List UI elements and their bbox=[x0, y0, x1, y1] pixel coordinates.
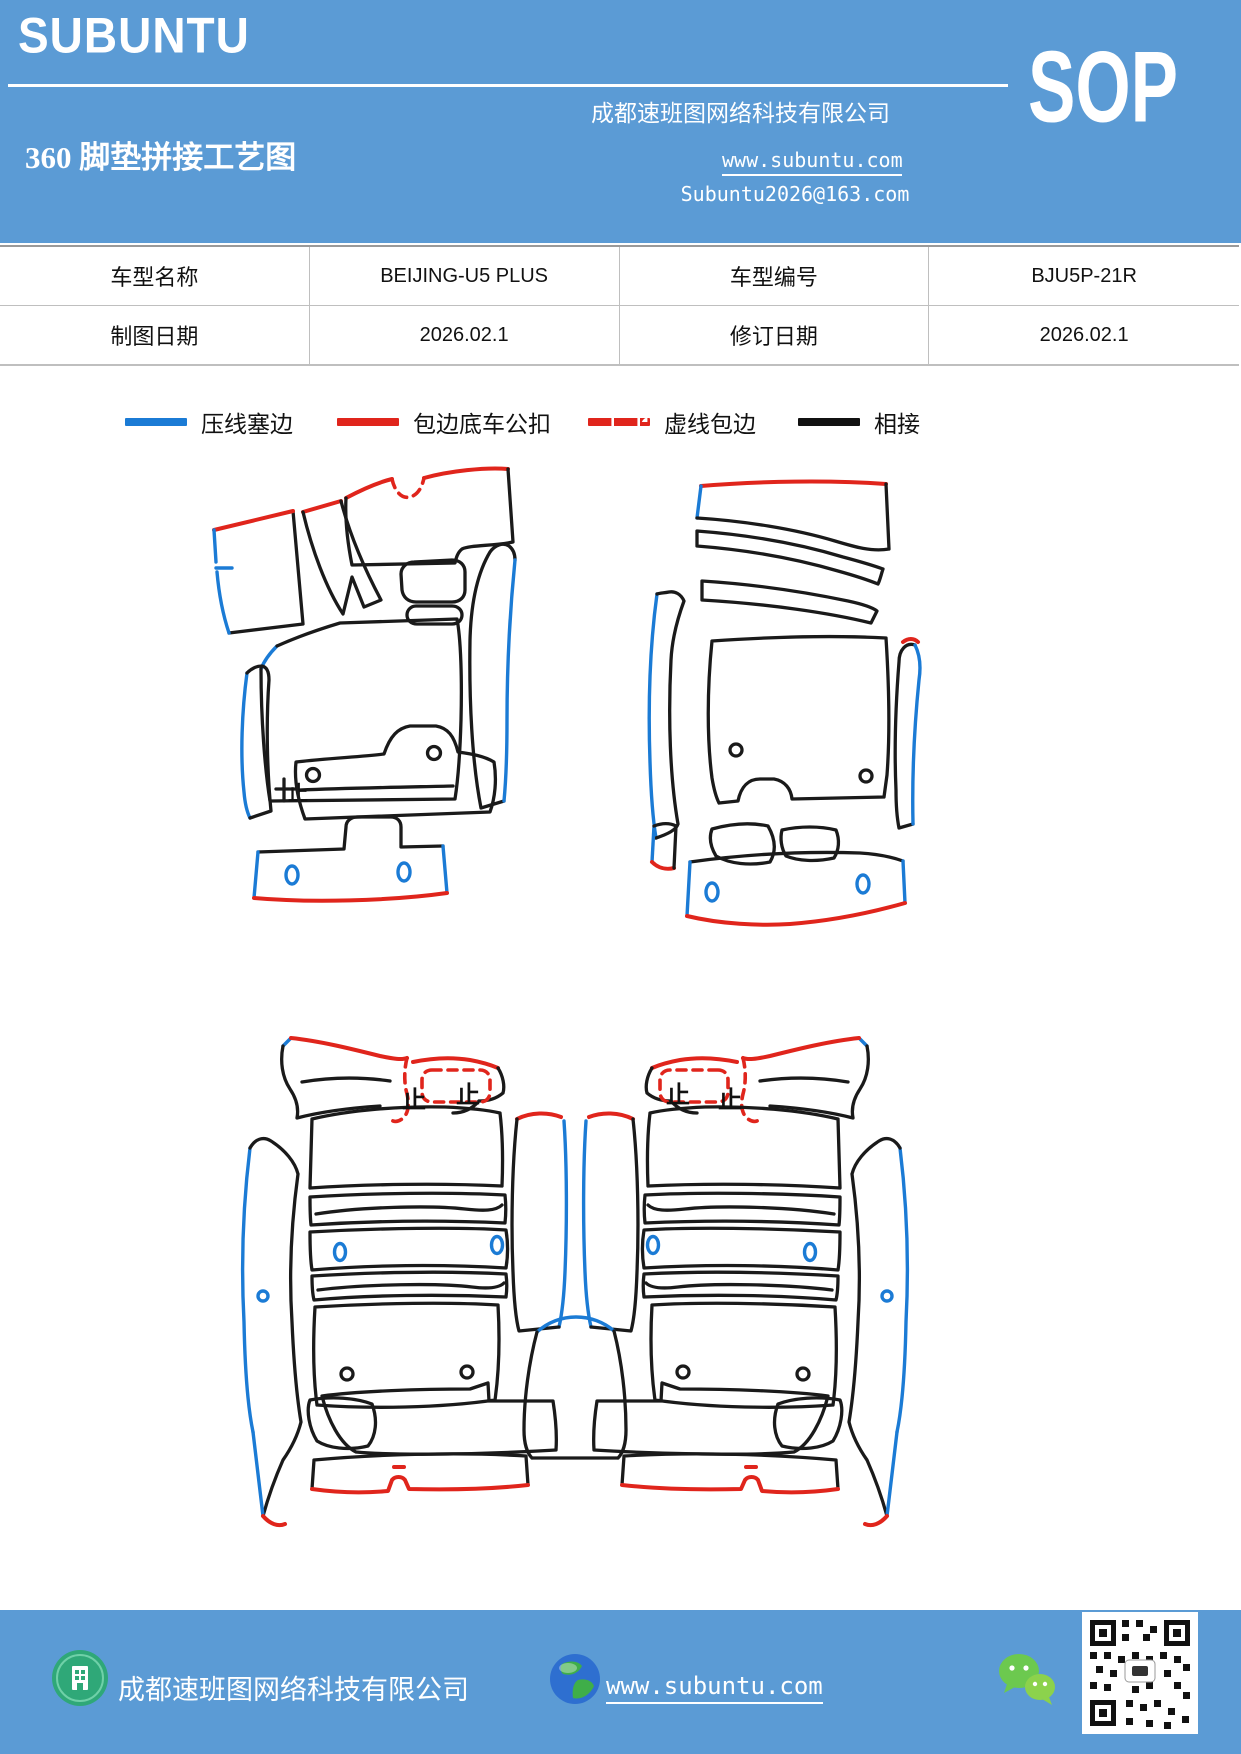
front-left-mat: 止 bbox=[212, 466, 517, 903]
revise-date-value: 2026.02.1 bbox=[929, 306, 1239, 365]
front-right-mat bbox=[647, 479, 922, 927]
revise-date-label: 修订日期 bbox=[619, 306, 930, 365]
header-company-name: 成都速班图网络科技有限公司 bbox=[591, 101, 890, 126]
legend-label: 相接 bbox=[874, 412, 920, 437]
stop-mark: 止 bbox=[456, 1082, 480, 1109]
page-title: 360 脚垫拼接工艺图 bbox=[25, 140, 297, 175]
blue-line-swatch bbox=[125, 418, 187, 426]
stop-mark: 止 bbox=[288, 782, 308, 805]
header-banner: SUBUNTU 成都速班图网络科技有限公司 SOP 360 脚垫拼接工艺图 ww… bbox=[0, 0, 1241, 243]
header-email: Subuntu2026@163.com bbox=[680, 182, 910, 206]
legend-item-pressline: 压线塞边 bbox=[125, 404, 293, 440]
rear-right-mat bbox=[581, 1036, 910, 1528]
model-name-value: BEIJING-U5 PLUS bbox=[309, 247, 620, 306]
header-divider bbox=[8, 84, 1008, 87]
legend-label: 压线塞边 bbox=[201, 412, 293, 437]
wechat-icon bbox=[999, 1654, 1055, 1705]
legend-item-edgebuckle: 包边底车公扣 bbox=[337, 404, 551, 440]
footer-website-link[interactable]: www.subuntu.com bbox=[606, 1672, 823, 1704]
model-code-value: BJU5P-21R bbox=[929, 247, 1239, 306]
header-website-link[interactable]: www.subuntu.com bbox=[722, 148, 903, 176]
stop-mark: 止 bbox=[402, 1087, 426, 1114]
legend-item-dashededge: 虚线包边 bbox=[588, 404, 756, 440]
legend-item-join: 相接 bbox=[798, 404, 920, 440]
model-code-label: 车型编号 bbox=[619, 247, 930, 306]
rear-center-tunnel bbox=[522, 1315, 628, 1460]
draw-date-value: 2026.02.1 bbox=[309, 306, 620, 365]
footer-company-name: 成都速班图网络科技有限公司 bbox=[118, 1675, 469, 1705]
draw-date-label: 制图日期 bbox=[0, 306, 310, 365]
footer-banner: 成都速班图网络科技有限公司 www.subuntu.com bbox=[0, 1610, 1241, 1754]
red-line-swatch bbox=[337, 418, 399, 426]
stop-mark: 止 bbox=[666, 1082, 690, 1109]
black-line-swatch bbox=[798, 418, 860, 426]
legend-label: 包边底车公扣 bbox=[413, 412, 551, 437]
brand-logo: SUBUNTU bbox=[18, 7, 250, 64]
rear-left-mat bbox=[240, 1036, 569, 1528]
rear-mats-drawing: 止 止 止 止 bbox=[240, 1036, 910, 1528]
globe-icon bbox=[550, 1654, 600, 1704]
model-name-label: 车型名称 bbox=[0, 247, 310, 306]
legend-label: 虚线包边 bbox=[664, 412, 756, 437]
stop-mark: 止 bbox=[718, 1087, 742, 1114]
vehicle-info-table: 车型名称 BEIJING-U5 PLUS 车型编号 BJU5P-21R 制图日期… bbox=[0, 245, 1239, 366]
qr-code bbox=[1082, 1612, 1198, 1734]
line-type-legend: 压线塞边 包边底车公扣 虚线包边 相接 bbox=[0, 404, 1241, 440]
doc-type-label: SOP bbox=[1028, 31, 1179, 144]
red-dashed-swatch bbox=[588, 418, 650, 426]
company-building-icon bbox=[52, 1650, 108, 1706]
